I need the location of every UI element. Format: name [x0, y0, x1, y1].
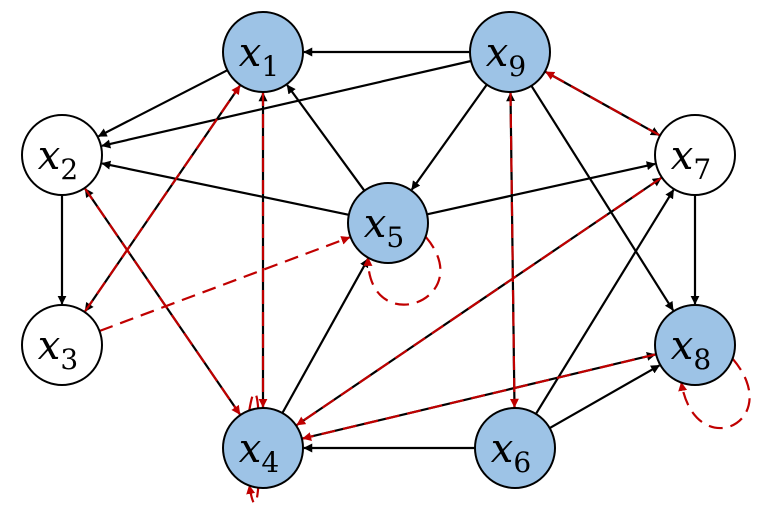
node-label-x7: x7: [671, 133, 711, 186]
node-label-base: x: [38, 133, 61, 179]
dashed-edge-x3-x5: [99, 236, 351, 333]
solid-edge-x6-x8: [549, 364, 661, 430]
node-label-subscript: 1: [261, 50, 279, 83]
node-x9: x9: [469, 11, 551, 93]
node-label-base: x: [491, 426, 514, 472]
dashed-edge-x3-x1: [83, 85, 241, 313]
node-label-x8: x8: [671, 323, 711, 376]
node-circle-x1: [222, 11, 304, 93]
solid-edge-x6-x7: [534, 189, 675, 415]
node-x5: x5: [347, 182, 429, 264]
node-label-base: x: [671, 133, 694, 179]
node-circle-x9: [469, 11, 551, 93]
node-circle-x6: [474, 407, 556, 489]
node-label-subscript: 9: [508, 50, 526, 83]
node-label-subscript: 7: [693, 153, 711, 186]
node-x7: x7: [654, 114, 736, 196]
node-label-x6: x6: [491, 426, 531, 479]
node-label-base: x: [671, 323, 694, 369]
dashed-edge-x8-x4: [302, 353, 657, 441]
node-circle-x2: [21, 114, 103, 196]
node-label-x4: x4: [239, 426, 279, 479]
node-label-base: x: [239, 426, 262, 472]
node-circle-x5: [347, 182, 429, 264]
node-x6: x6: [474, 407, 556, 489]
solid-edge-x9-x8: [530, 85, 675, 311]
solid-edge-x9-x2: [101, 59, 472, 149]
node-x4: x4: [222, 407, 304, 489]
node-label-subscript: 4: [261, 446, 279, 479]
solid-edge-x1-x2: [97, 69, 228, 138]
node-label-x2: x2: [38, 133, 78, 186]
self-loop-x8: [678, 357, 751, 430]
node-x1: x1: [222, 11, 304, 93]
edge-layer: [57, 47, 700, 453]
dashed-edge-x9-x6: [509, 91, 519, 408]
node-label-subscript: 3: [60, 343, 78, 376]
node-label-x5: x5: [364, 201, 404, 254]
node-label-base: x: [38, 323, 61, 369]
solid-edge-x4-x5: [281, 258, 370, 414]
node-x2: x2: [21, 114, 103, 196]
solid-edge-x5-x2: [101, 160, 350, 216]
node-label-x1: x1: [239, 30, 279, 83]
node-circle-x3: [21, 304, 103, 386]
solid-edge-x5-x1: [286, 84, 366, 192]
dashed-edge-x2-x4: [83, 187, 241, 415]
node-label-subscript: 2: [60, 153, 78, 186]
node-label-x3: x3: [38, 323, 78, 376]
node-circle-x7: [654, 114, 736, 196]
node-circle-x4: [222, 407, 304, 489]
dashed-edge-x7-x4: [296, 176, 663, 426]
node-label-x9: x9: [486, 30, 526, 83]
self-loop-x5: [363, 235, 442, 306]
node-circle-x8: [654, 304, 736, 386]
solid-edge-x5-x7: [426, 161, 656, 216]
node-x3: x3: [21, 304, 103, 386]
node-label-subscript: 5: [386, 221, 404, 254]
node-label-base: x: [486, 30, 509, 76]
node-label-subscript: 8: [693, 343, 711, 376]
solid-edge-x9-x5: [410, 83, 488, 191]
node-x8: x8: [654, 304, 736, 386]
node-label-subscript: 6: [513, 446, 531, 479]
node-label-base: x: [364, 201, 387, 247]
node-label-base: x: [239, 30, 262, 76]
